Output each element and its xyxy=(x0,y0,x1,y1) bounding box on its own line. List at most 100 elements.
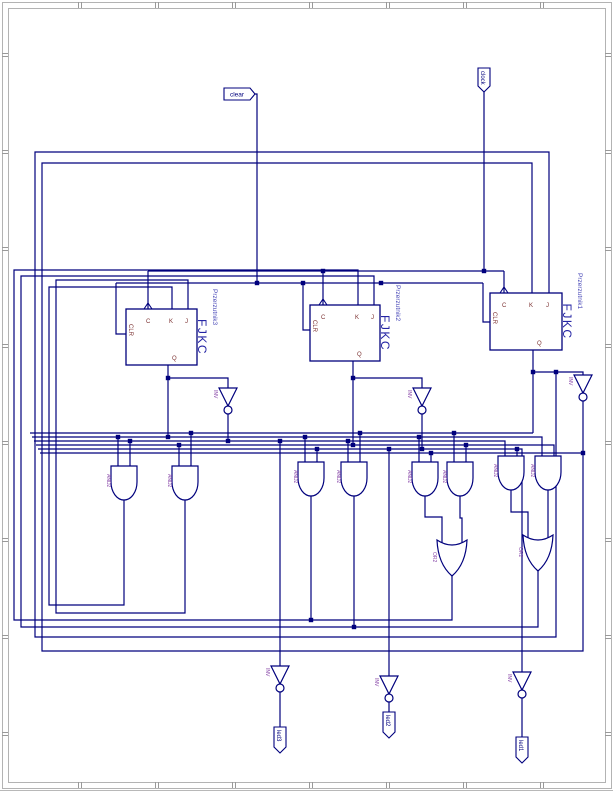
inverter-bubble xyxy=(384,693,394,703)
junction-dot xyxy=(481,268,487,274)
flipflop-type-label: FJKC xyxy=(560,304,574,340)
pin-label-q: Q xyxy=(537,341,542,347)
inverter[interactable] xyxy=(379,675,399,696)
pin-label-clr: CLR xyxy=(127,324,133,337)
junction-dot xyxy=(225,438,231,444)
junction-dot xyxy=(514,446,520,452)
connector-label-led2: led2 xyxy=(384,715,390,727)
gate-label: INV xyxy=(567,377,573,386)
wire[interactable] xyxy=(533,371,584,375)
flipflop-type-label: FJKC xyxy=(378,315,392,351)
and-gate[interactable] xyxy=(110,465,138,501)
junction-dot xyxy=(277,438,283,444)
connector-label-led1: led1 xyxy=(517,740,523,752)
pin-label-clk: C xyxy=(502,303,507,309)
and-gate[interactable] xyxy=(171,465,199,501)
gate-label: INV xyxy=(264,668,270,677)
pin-label-q: Q xyxy=(357,352,362,358)
inverter[interactable] xyxy=(218,387,238,408)
and-gate[interactable] xyxy=(340,461,368,497)
gate-label: INV xyxy=(373,678,379,687)
gate-label: AND2 xyxy=(492,464,498,478)
and-gate[interactable] xyxy=(497,455,525,491)
and-gate[interactable] xyxy=(446,461,474,497)
flipflop-instance-label: Przerzutnik2 xyxy=(394,285,401,322)
wire[interactable] xyxy=(459,496,463,546)
wire[interactable] xyxy=(34,151,557,638)
pin-label-j: J xyxy=(371,315,374,321)
junction-dot xyxy=(357,430,363,436)
wire[interactable] xyxy=(482,283,490,323)
junction-dot xyxy=(176,442,182,448)
gate-label: INV xyxy=(506,674,512,683)
junction-dot xyxy=(302,434,308,440)
gate-label: AND2 xyxy=(406,470,412,484)
pin-label-clr: CLR xyxy=(311,320,317,333)
junction-dot xyxy=(451,430,457,436)
connector-led1[interactable] xyxy=(515,736,529,764)
flipflop-body[interactable] xyxy=(489,292,563,351)
and-gate[interactable] xyxy=(411,461,439,497)
junction-dot xyxy=(553,369,559,375)
and-gate[interactable] xyxy=(297,461,325,497)
or-gate[interactable] xyxy=(522,533,554,572)
inverter[interactable] xyxy=(270,665,290,686)
sheet-frame-inner xyxy=(8,8,606,783)
wire[interactable] xyxy=(302,283,310,331)
wire[interactable] xyxy=(510,490,529,541)
or-gate[interactable] xyxy=(436,538,468,577)
junction-dot xyxy=(188,430,194,436)
wire[interactable] xyxy=(115,283,126,335)
junction-dot xyxy=(314,446,320,452)
inverter-bubble xyxy=(417,405,427,415)
pin-label-q: Q xyxy=(172,356,177,362)
connector-label-clock: clock xyxy=(479,71,485,86)
wire[interactable] xyxy=(424,496,443,546)
inverter[interactable] xyxy=(573,374,593,395)
gate-label: AND2 xyxy=(529,464,535,478)
pin-label-j: J xyxy=(185,319,188,325)
pin-label-j: J xyxy=(546,303,549,309)
wire[interactable] xyxy=(20,275,539,628)
flipflop-body[interactable] xyxy=(125,308,198,366)
junction-dot xyxy=(416,434,422,440)
gate-label: AND2 xyxy=(335,470,341,484)
junction-dot xyxy=(580,450,586,456)
connector-clear[interactable] xyxy=(223,87,256,101)
connector-label-led3: led3 xyxy=(275,730,281,742)
connector-led3[interactable] xyxy=(273,726,287,754)
wire[interactable] xyxy=(55,279,189,614)
gate-label: AND2 xyxy=(292,470,298,484)
junction-dot xyxy=(419,446,425,452)
flipflop-type-label: FJKC xyxy=(195,319,209,355)
flipflop-instance-label: Przerzutnik1 xyxy=(576,273,583,310)
junction-dot xyxy=(115,434,121,440)
and-gate[interactable] xyxy=(534,455,562,491)
inverter[interactable] xyxy=(412,387,432,408)
gate-label: INV xyxy=(212,390,218,399)
wire[interactable] xyxy=(36,444,555,456)
wire[interactable] xyxy=(41,162,584,652)
connector-led2[interactable] xyxy=(382,711,396,739)
wire[interactable] xyxy=(38,448,523,672)
wire[interactable] xyxy=(353,377,423,388)
junction-dot xyxy=(320,268,326,274)
flipflop-instance-label: Przerzutnik3 xyxy=(211,289,218,326)
gate-label: AND2 xyxy=(166,474,172,488)
connector-clock[interactable] xyxy=(477,67,491,93)
junction-dot xyxy=(351,624,357,630)
junction-dot xyxy=(530,369,536,375)
wire[interactable] xyxy=(32,436,543,456)
inverter-bubble xyxy=(517,689,527,699)
wire[interactable] xyxy=(168,377,229,388)
junction-dot xyxy=(428,450,434,456)
inverter[interactable] xyxy=(512,671,532,692)
junction-dot xyxy=(300,280,306,286)
junction-dot xyxy=(463,442,469,448)
wire[interactable] xyxy=(48,286,173,606)
wire[interactable] xyxy=(250,93,258,283)
flipflop-body[interactable] xyxy=(309,304,381,362)
